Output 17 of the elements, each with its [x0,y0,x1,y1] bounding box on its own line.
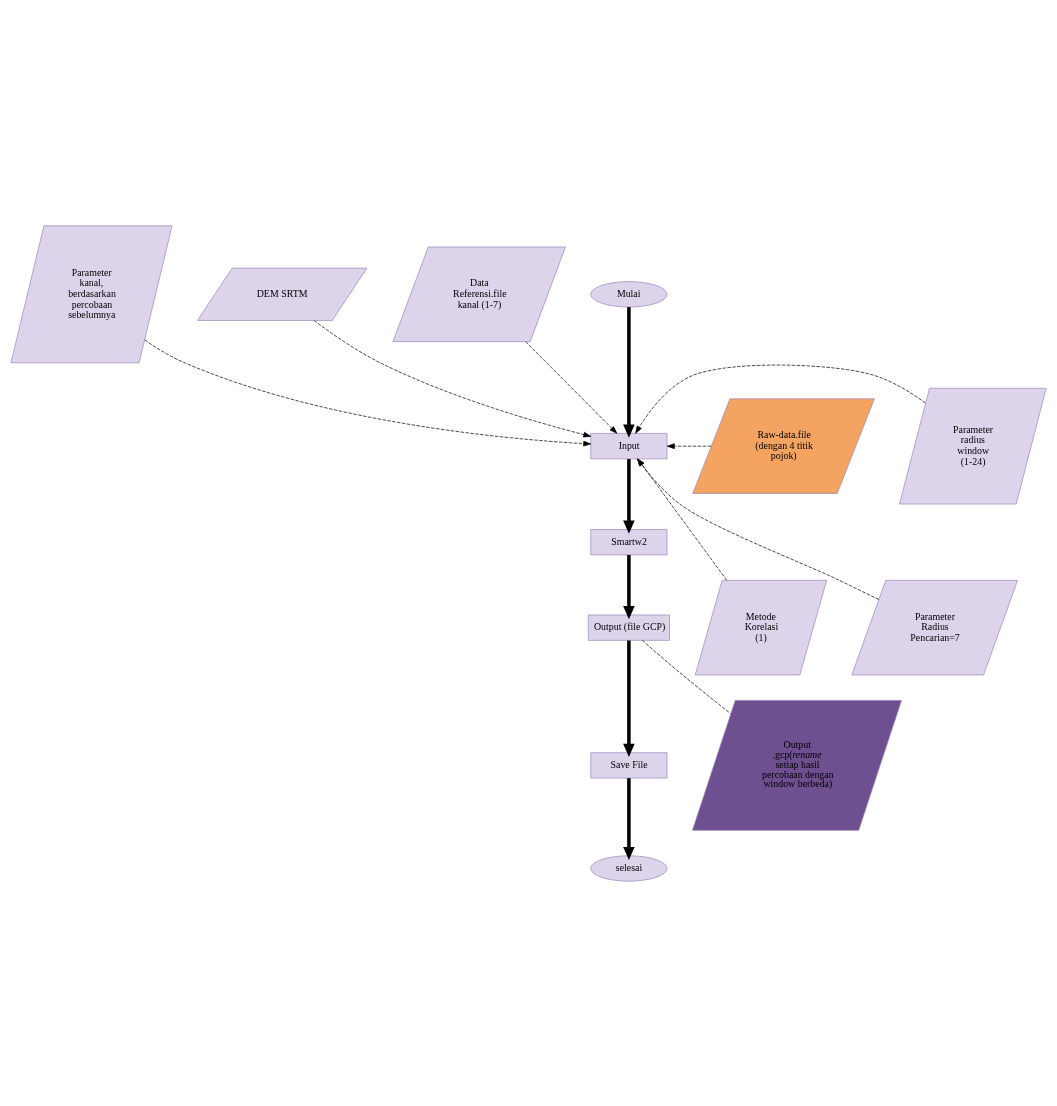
node-box: Smartw2 [590,528,668,555]
arrow [623,458,635,534]
arrow [623,777,635,860]
arrow [635,364,926,434]
connector [642,639,731,714]
arrow [623,306,635,438]
arrow [144,339,592,446]
arrow [666,442,712,449]
node-box: Input [590,432,668,459]
node-box: Save File [590,751,668,778]
node-ellipse: selesai [590,854,668,882]
arrow [623,554,635,619]
arrow [313,319,592,437]
arrow [525,340,618,434]
arrow [623,639,635,757]
node-box: Output (file GCP) [587,614,670,641]
node-ellipse: Mulai [590,280,668,307]
